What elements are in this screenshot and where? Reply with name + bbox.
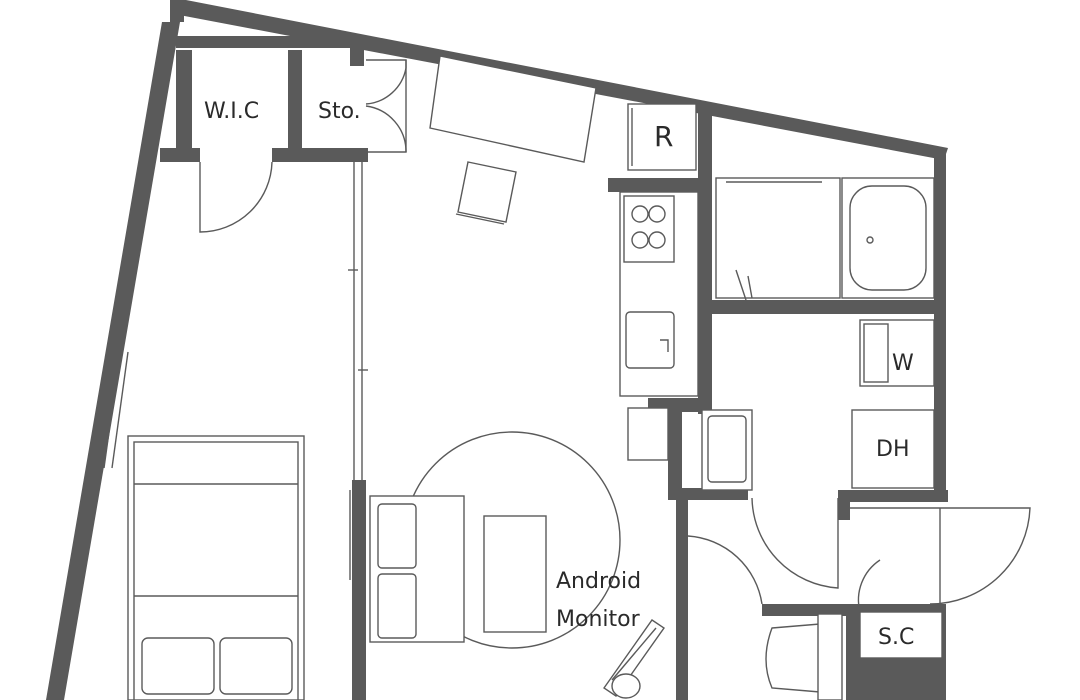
window-left xyxy=(103,351,129,469)
label-monitor-line1: Android xyxy=(556,569,641,594)
toilet-door xyxy=(687,535,763,605)
android-monitor xyxy=(603,619,665,699)
desk xyxy=(429,55,597,163)
bath-walls xyxy=(712,300,934,314)
shower-area xyxy=(715,177,841,301)
vanity xyxy=(627,407,753,491)
wic-storage-walls xyxy=(160,36,368,162)
kitchen-counter xyxy=(619,191,699,397)
entrance-door xyxy=(850,507,1031,606)
bath-door xyxy=(751,497,839,589)
label-shoe-closet: S.C xyxy=(878,625,914,650)
coffee-table xyxy=(483,515,547,633)
refrigerator xyxy=(627,103,697,171)
labels: W.I.C Sto. R W DH S.C Android Monitor xyxy=(204,99,914,650)
kitchen-walls xyxy=(608,104,712,414)
storage-doors xyxy=(365,59,407,153)
label-monitor-line2: Monitor xyxy=(556,607,641,632)
toilet xyxy=(765,613,843,700)
label-refrigerator: R xyxy=(654,120,673,153)
shoe-closet xyxy=(846,559,946,700)
chair xyxy=(455,161,517,225)
bed xyxy=(127,435,305,700)
label-storage: Sto. xyxy=(318,99,361,124)
washer xyxy=(859,319,935,387)
wic-door xyxy=(199,161,273,233)
sofa xyxy=(369,495,465,643)
sliding-partition xyxy=(348,162,368,700)
label-wic: W.I.C xyxy=(204,99,259,124)
label-washer: W xyxy=(892,351,914,376)
bathtub xyxy=(841,177,935,299)
dehumidifier-box xyxy=(851,409,935,489)
label-dehumidifier: DH xyxy=(876,437,909,462)
